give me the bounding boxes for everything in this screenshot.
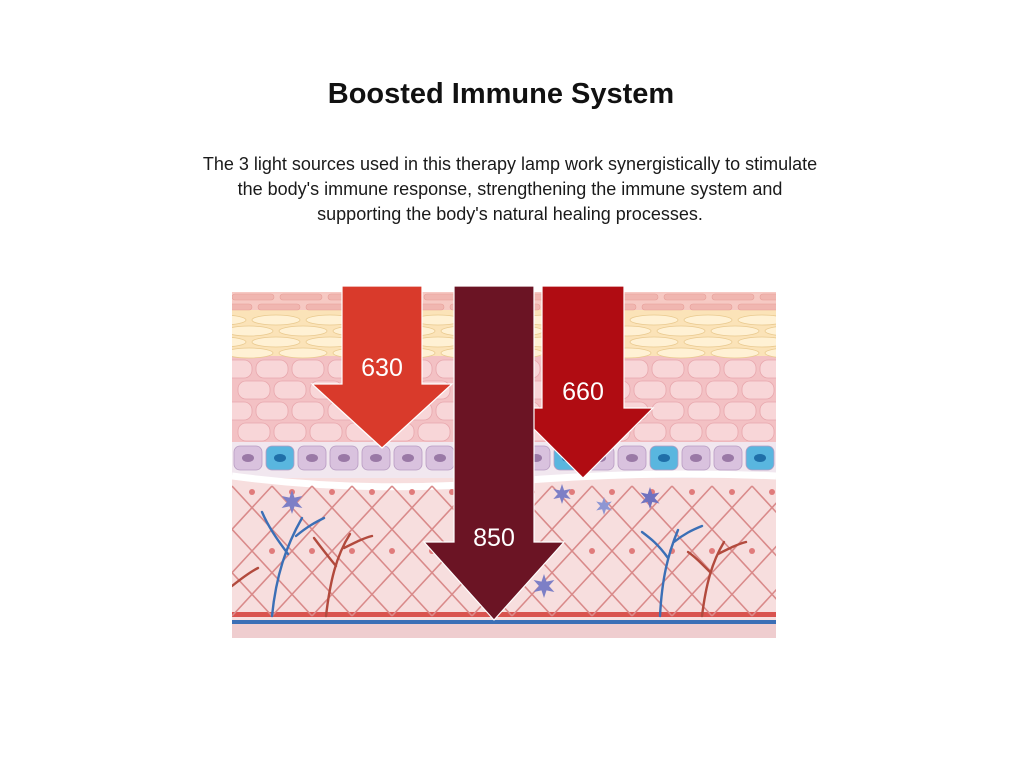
blood-vessel-vein — [232, 620, 776, 624]
immune-cells — [281, 484, 660, 598]
page-title: Boosted Immune System — [327, 78, 675, 110]
arrow-shape-850 — [422, 286, 566, 621]
arrow-630: 630 — [310, 286, 454, 449]
arrow-shape-660 — [511, 286, 655, 479]
light-arrows: 630 660 850 — [310, 286, 655, 621]
arrow-label-630: 630 — [361, 354, 403, 382]
description-text: The 3 light sources used in this therapy… — [202, 154, 818, 224]
blood-vessel-artery — [232, 612, 776, 617]
arrow-label-850: 850 — [473, 524, 515, 552]
skin-layers-diagram: 630 660 850 — [232, 286, 776, 638]
arrow-label-660: 660 — [562, 378, 604, 406]
bottom-band — [232, 624, 776, 638]
arrow-850: 850 — [422, 286, 566, 621]
capillaries — [232, 510, 748, 618]
arrow-660: 660 — [511, 286, 655, 479]
arrow-shape-630 — [310, 286, 454, 449]
